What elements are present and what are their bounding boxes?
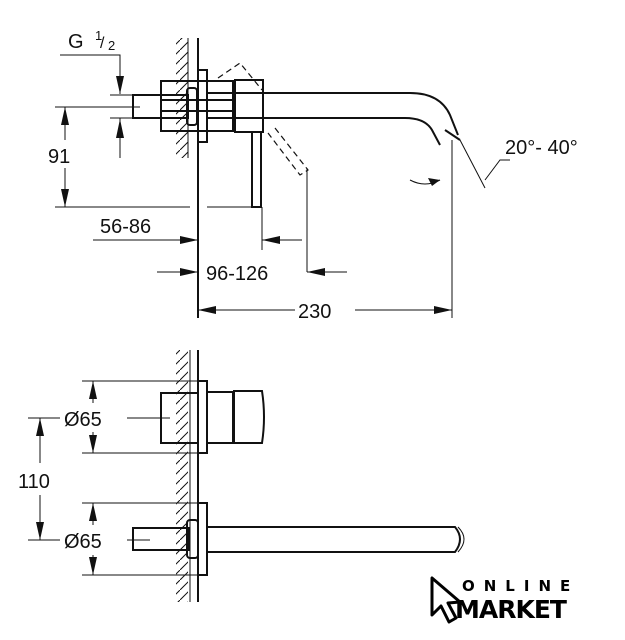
- thread-fraction-den: 2: [108, 38, 115, 53]
- spout-front: [207, 526, 461, 553]
- height-dim: 91: [48, 146, 70, 168]
- lever-dim: 96-126: [206, 263, 268, 285]
- lever-handle: [251, 131, 262, 208]
- spacing-dim: 110: [18, 471, 50, 493]
- lower-wall-plate: [197, 502, 208, 576]
- logo-line1: ONLINE: [462, 577, 579, 595]
- cursor-icon: [430, 576, 462, 624]
- thread-label: G: [68, 31, 84, 53]
- wall-plate: [197, 69, 208, 143]
- diameter-bottom: Ø65: [64, 531, 102, 553]
- projection-dim: 230: [298, 301, 331, 323]
- wall-hatch: [176, 38, 188, 158]
- upper-wall-plate: [197, 380, 208, 454]
- logo-line2: MARKET: [455, 595, 567, 624]
- diameter-top: Ø65: [64, 409, 102, 431]
- side-view: G 1 / 2 91 56-86 96-126 230 20°- 40°: [48, 28, 578, 323]
- angle-dim: 20°- 40°: [505, 137, 578, 159]
- mixer-knob: [233, 390, 265, 444]
- thread-slash: /: [100, 35, 105, 52]
- wall-depth-dim: 56-86: [100, 216, 151, 238]
- spout: [207, 92, 459, 146]
- front-view: Ø65 110 Ø65: [18, 350, 465, 602]
- wall-hatch-bottom: [176, 350, 188, 602]
- thread-fraction-num: 1: [95, 28, 102, 43]
- lever-body: [234, 79, 264, 133]
- online-market-logo: ONLINE MARKET: [430, 576, 579, 624]
